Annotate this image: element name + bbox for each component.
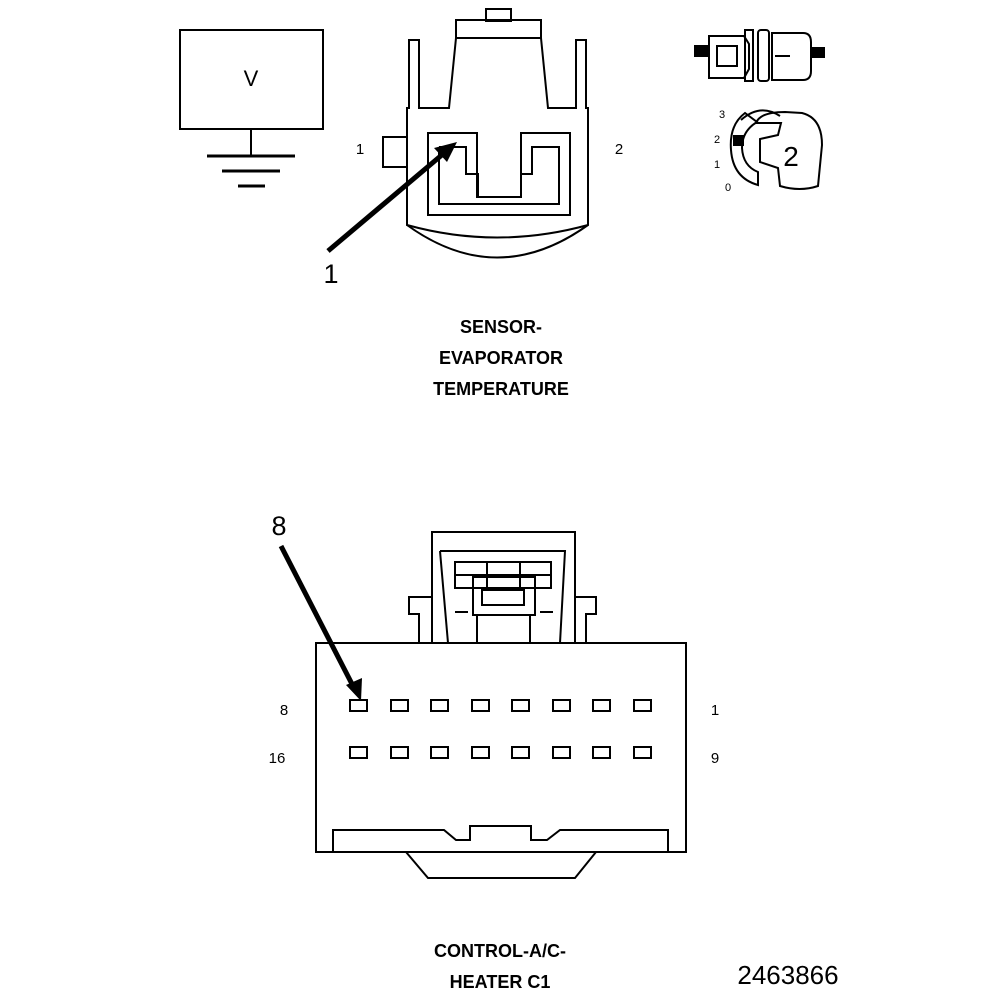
sensor-connector xyxy=(382,8,589,259)
terminal-1 xyxy=(633,699,652,712)
terminal-8 xyxy=(349,699,368,712)
terminal-row-1 xyxy=(349,699,652,712)
hvac-caption-line-1: CONTROL-A/C- xyxy=(434,941,566,961)
sensor-caption-line-3: TEMPERATURE xyxy=(433,379,569,399)
terminal-14 xyxy=(430,746,449,759)
voltage-symbol xyxy=(179,29,324,188)
terminal-10 xyxy=(592,746,611,759)
sensor-caption-line-2: EVAPORATOR xyxy=(439,348,563,368)
terminal-7 xyxy=(390,699,409,712)
key-position-icon xyxy=(729,109,824,190)
hvac-connector xyxy=(315,531,687,879)
terminal-4 xyxy=(511,699,530,712)
callout-arrow-1 xyxy=(326,142,457,253)
terminal-5 xyxy=(471,699,490,712)
sensor-caption-line-1: SENSOR- xyxy=(460,317,542,337)
terminal-3 xyxy=(552,699,571,712)
callout-8-label: 8 xyxy=(271,511,286,541)
row1-left-pin-label: 8 xyxy=(280,702,288,719)
terminal-16 xyxy=(349,746,368,759)
row2-right-pin-label: 9 xyxy=(711,750,719,767)
callout-2-label: 2 xyxy=(783,141,799,172)
callout-arrow-8 xyxy=(278,544,362,701)
pin-2-label: 2 xyxy=(615,141,623,158)
terminal-6 xyxy=(430,699,449,712)
voltage-label: V xyxy=(244,66,259,91)
callout-1-label: 1 xyxy=(323,259,338,289)
key-pos-1: 1 xyxy=(714,159,720,171)
pin-1-label: 1 xyxy=(356,141,364,158)
key-pos-0: 0 xyxy=(725,182,731,194)
terminal-12 xyxy=(511,746,530,759)
terminal-15 xyxy=(390,746,409,759)
key-pos-2: 2 xyxy=(714,134,720,146)
key-pos-3: 3 xyxy=(719,109,725,121)
terminal-9 xyxy=(633,746,652,759)
sensor-side-view xyxy=(694,29,825,82)
hvac-caption-line-2: HEATER C1 xyxy=(450,972,551,992)
terminal-row-2 xyxy=(349,746,652,759)
row2-left-pin-label: 16 xyxy=(269,750,286,767)
terminal-11 xyxy=(552,746,571,759)
figure-number: 2463866 xyxy=(737,960,838,990)
terminal-13 xyxy=(471,746,490,759)
terminal-2 xyxy=(592,699,611,712)
row1-right-pin-label: 1 xyxy=(711,702,719,719)
